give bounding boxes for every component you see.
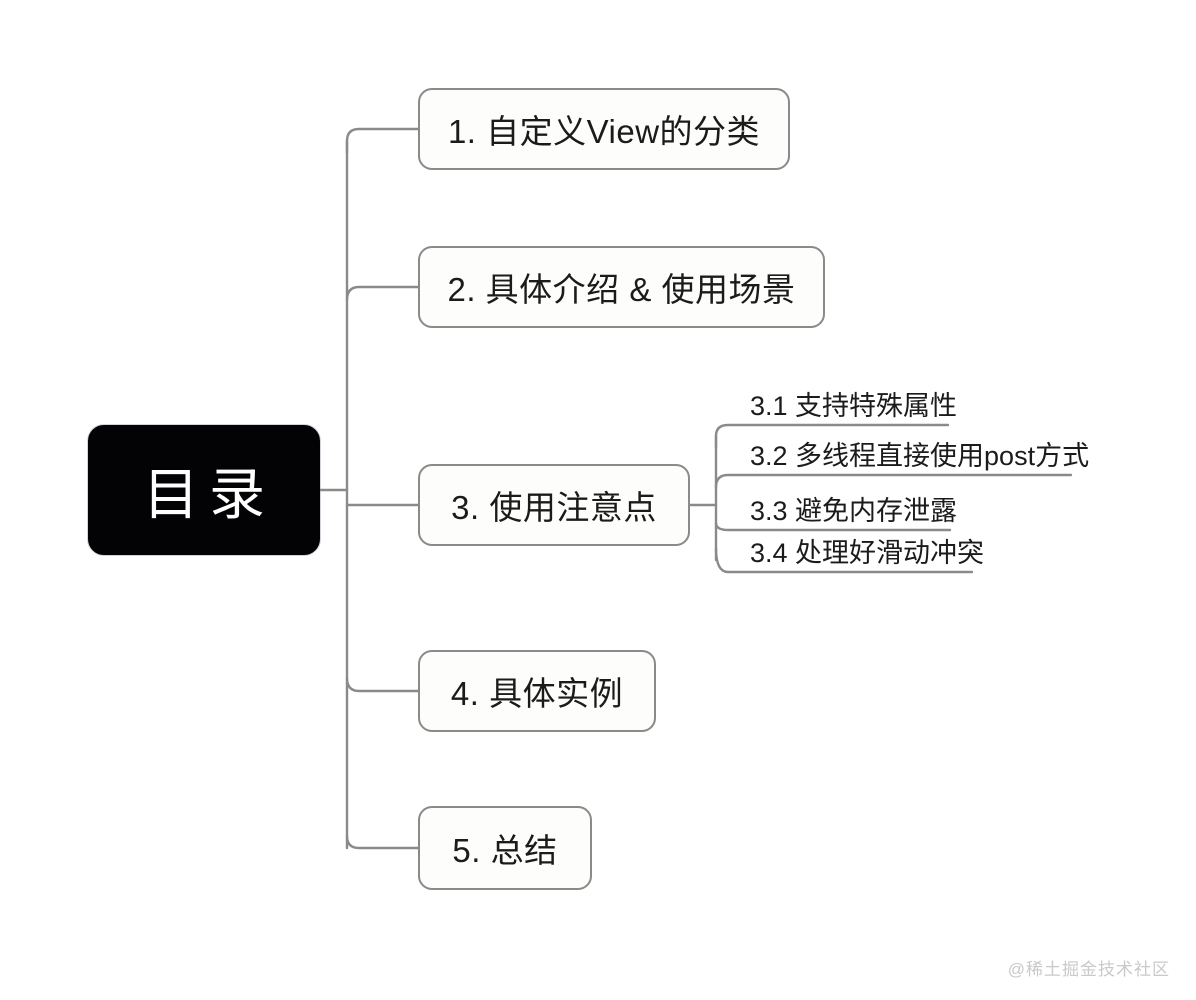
sub-branch-node-3-1[interactable]: 3.1 支持特殊属性 bbox=[750, 392, 957, 425]
branch-node-1[interactable]: 1. 自定义View的分类 bbox=[418, 88, 790, 170]
branch-node-3[interactable]: 3. 使用注意点 bbox=[418, 464, 690, 546]
branch-node-5[interactable]: 5. 总结 bbox=[418, 806, 592, 890]
sub-branch-node-3-2-label: 3.2 多线程直接使用post方式 bbox=[750, 441, 1090, 472]
branch-node-2[interactable]: 2. 具体介绍 & 使用场景 bbox=[418, 246, 825, 328]
branch-node-4[interactable]: 4. 具体实例 bbox=[418, 650, 656, 732]
wire-branch-5 bbox=[345, 834, 420, 850]
sub-branch-node-3-4-label: 3.4 处理好滑动冲突 bbox=[750, 538, 985, 569]
sub-branch-node-3-3[interactable]: 3.3 避免内存泄露 bbox=[750, 497, 957, 530]
root-node-label: 目录 bbox=[143, 462, 275, 526]
root-node[interactable]: 目录 bbox=[88, 425, 320, 555]
wire-branch-1 bbox=[345, 127, 420, 155]
sub-branch-node-3-3-label: 3.3 避免内存泄露 bbox=[750, 496, 958, 527]
wire-sub-32 bbox=[714, 473, 1073, 489]
wire-branch-4 bbox=[345, 676, 420, 693]
watermark: @稀土掘金技术社区 bbox=[1007, 960, 1170, 979]
sub-branch-node-3-1-label: 3.1 支持特殊属性 bbox=[750, 391, 958, 422]
branch-node-1-label: 1. 自定义View的分类 bbox=[447, 113, 761, 150]
branch-node-4-label: 4. 具体实例 bbox=[450, 675, 624, 712]
sub-branch-node-3-2[interactable]: 3.2 多线程直接使用post方式 bbox=[750, 442, 1089, 475]
wire-branch-2 bbox=[345, 285, 420, 302]
branch-node-3-label: 3. 使用注意点 bbox=[451, 489, 657, 526]
branch-node-2-label: 2. 具体介绍 & 使用场景 bbox=[447, 271, 796, 308]
sub-branch-node-3-4[interactable]: 3.4 处理好滑动冲突 bbox=[750, 539, 984, 572]
branch-node-5-label: 5. 总结 bbox=[452, 832, 558, 869]
